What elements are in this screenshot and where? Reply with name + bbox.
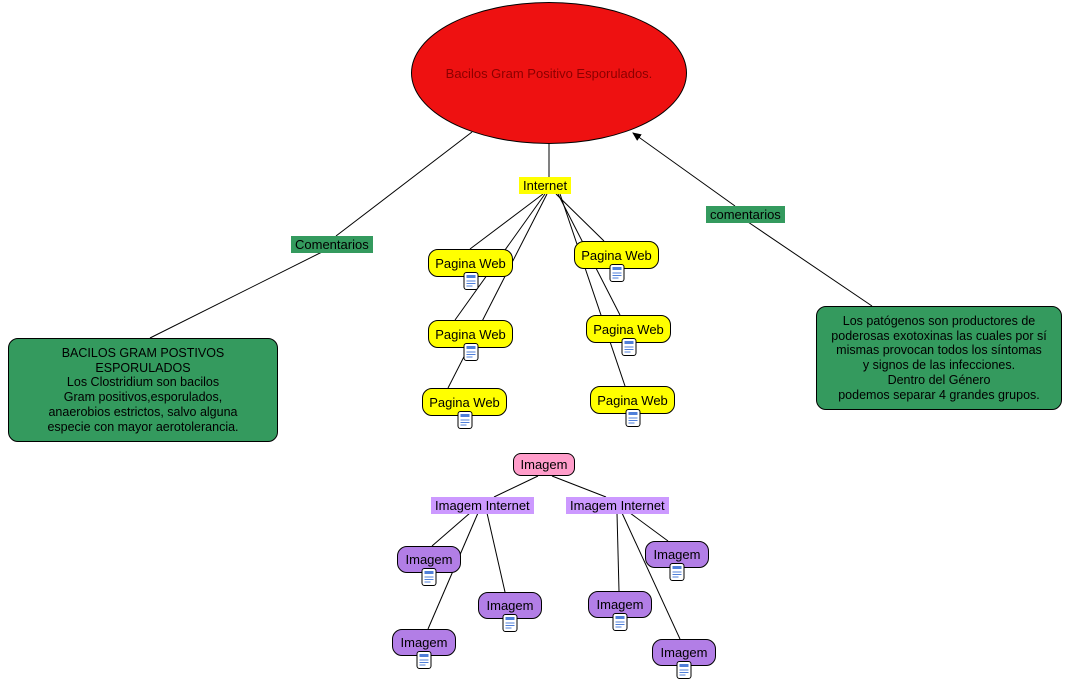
node-label: Imagem <box>400 635 448 650</box>
note-bacilos-gram-positivos[interactable]: BACILOS GRAM POSTIVOS ESPORULADOS Los Cl… <box>8 338 278 442</box>
node-pagina-web-3[interactable]: Pagina Web <box>428 320 513 361</box>
link-label-imagem-internet-left[interactable]: Imagem Internet <box>431 497 534 514</box>
node-pagina-web-5[interactable]: Pagina Web <box>422 388 507 429</box>
node-label: Imagem <box>405 552 453 567</box>
web-page-resource-icon[interactable] <box>612 613 628 631</box>
root-node[interactable]: Bacilos Gram Positivo Esporulados. <box>411 2 687 144</box>
node-label: Pagina Web <box>581 247 652 263</box>
web-page-resource-icon[interactable] <box>621 338 636 356</box>
note-text: Los patógenos son productores de poderos… <box>831 313 1047 402</box>
edge-ii-right-im5 <box>629 512 669 542</box>
node-pagina-web-6[interactable]: Pagina Web <box>590 386 675 427</box>
web-page-resource-icon[interactable] <box>416 651 432 669</box>
edge-ii-left-im2 <box>486 512 506 593</box>
node-imagem-2[interactable]: Imagem <box>478 592 542 632</box>
node-label: Imagem <box>653 547 701 562</box>
node-imagem-5[interactable]: Imagem <box>645 541 709 581</box>
web-page-resource-icon[interactable] <box>463 343 478 361</box>
web-page-resource-icon[interactable] <box>625 409 640 427</box>
node-imagem-4[interactable]: Imagem <box>588 591 652 631</box>
link-label-text: Comentarios <box>295 237 369 252</box>
web-page-resource-icon[interactable] <box>463 272 478 290</box>
edge-internet-pw1 <box>469 193 544 250</box>
web-page-resource-icon[interactable] <box>676 661 692 679</box>
edge-ii-right-im6 <box>621 512 681 640</box>
note-patogenos-exotoxinas[interactable]: Los patógenos son productores de poderos… <box>816 306 1062 410</box>
web-page-resource-icon[interactable] <box>502 614 518 632</box>
node-pagina-web-2[interactable]: Pagina Web <box>574 241 659 282</box>
link-label-comentarios-right[interactable]: comentarios <box>706 206 785 223</box>
node-label: Pagina Web <box>435 255 506 271</box>
node-imagem-3[interactable]: Imagem <box>392 629 456 669</box>
edge-comentarios-right-root-arrow <box>632 132 736 207</box>
node-label: Imagem <box>486 598 534 613</box>
link-label-text: Imagem Internet <box>570 498 665 513</box>
link-label-text: comentarios <box>710 207 781 222</box>
edge-comentarios-right-note <box>747 221 873 307</box>
node-label: Imagem <box>520 457 568 472</box>
web-page-resource-icon[interactable] <box>421 568 437 586</box>
web-page-resource-icon[interactable] <box>457 411 472 429</box>
node-label: Pagina Web <box>597 392 668 408</box>
edge-ii-right-im4 <box>616 512 620 592</box>
edge-root-comentarios-left <box>335 131 473 237</box>
note-text: BACILOS GRAM POSTIVOS ESPORULADOS Los Cl… <box>47 345 239 434</box>
web-page-resource-icon[interactable] <box>669 563 685 581</box>
node-label: Pagina Web <box>593 321 664 337</box>
link-label-imagem-internet-right[interactable]: Imagem Internet <box>566 497 669 514</box>
node-label: Pagina Web <box>429 394 500 410</box>
edge-internet-pw2 <box>555 193 605 242</box>
node-pagina-web-4[interactable]: Pagina Web <box>586 315 671 356</box>
edge-ii-left-im1 <box>431 512 471 547</box>
edge-imagem-root-ii-right <box>551 475 607 498</box>
root-node-label: Bacilos Gram Positivo Esporulados. <box>445 65 653 81</box>
node-label: Pagina Web <box>435 326 506 342</box>
link-label-text: Imagem Internet <box>435 498 530 513</box>
node-label: Imagem <box>660 645 708 660</box>
node-imagem-6[interactable]: Imagem <box>652 639 716 679</box>
link-label-comentarios-left[interactable]: Comentarios <box>291 236 373 253</box>
node-imagem-root[interactable]: Imagem <box>513 453 575 476</box>
edge-internet-pw6 <box>559 193 626 387</box>
link-label-text: Internet <box>523 178 568 193</box>
edge-imagem-root-ii-left <box>493 475 539 498</box>
web-page-resource-icon[interactable] <box>609 264 624 282</box>
node-pagina-web-1[interactable]: Pagina Web <box>428 249 513 290</box>
node-label: Imagem <box>596 597 644 612</box>
node-imagem-1[interactable]: Imagem <box>397 546 461 586</box>
edge-comentarios-left-note <box>149 251 323 339</box>
link-label-internet[interactable]: Internet <box>519 177 572 194</box>
